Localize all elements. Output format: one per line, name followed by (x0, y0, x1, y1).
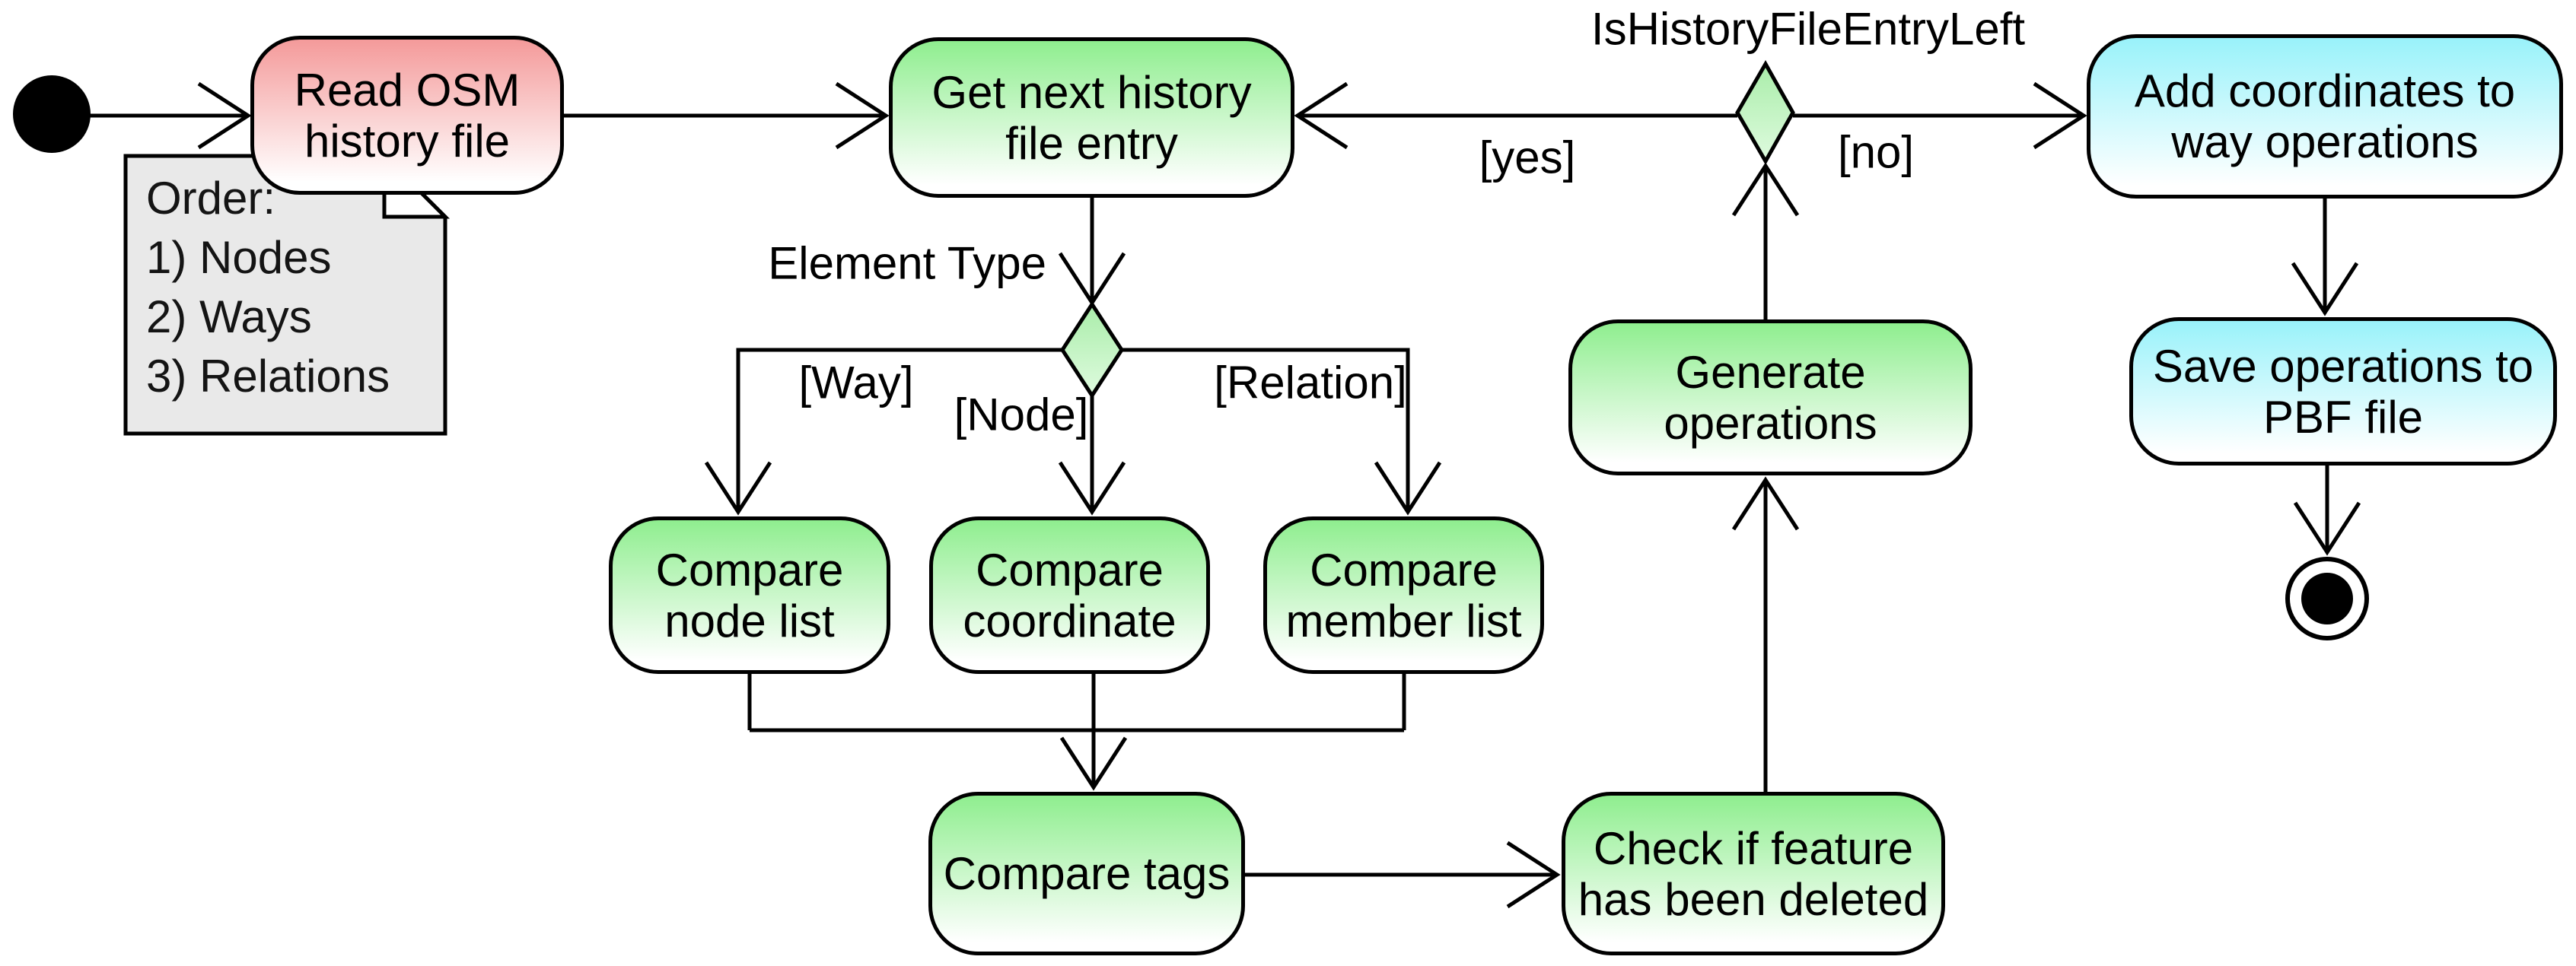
activity-get-next-history-file-entry: Get next history file entry (889, 37, 1294, 198)
arrowhead (1058, 461, 1126, 516)
activity-compare-node-list: Compare node list (609, 516, 890, 674)
arrowhead (1731, 476, 1800, 531)
arrowhead (2291, 262, 2359, 316)
is-history-entry-left-diamond (1735, 59, 1795, 166)
activity-read-osm-history-file: Read OSM history file (250, 36, 564, 195)
activity-compare-coordinate: Compare coordinate (929, 516, 1210, 674)
arrowhead (1374, 461, 1442, 516)
guard-way: [Way] (798, 357, 914, 408)
note-line: 1) Nodes (146, 232, 332, 283)
decision-label-element-type: Element Type (768, 237, 1046, 289)
note-line: 2) Ways (146, 291, 312, 342)
arrowhead (704, 461, 772, 516)
arrowhead (197, 81, 252, 150)
arrowhead (1059, 736, 1128, 791)
activity-compare-tags: Compare tags (928, 792, 1245, 955)
arrowhead (1294, 81, 1348, 150)
arrowhead (2033, 81, 2087, 150)
element-type-diamond (1060, 300, 1124, 399)
note-line: 3) Relations (146, 351, 390, 402)
activity-add-coordinates-to-way-operations: Add coordinates to way operations (2087, 34, 2563, 199)
guard-no: [no] (1837, 126, 1915, 178)
note-order-of-elements: Order: 1) Nodes 2) Ways 3) Relations (146, 169, 390, 406)
activity-generate-operations: Generate operations (1568, 319, 1973, 475)
guard-yes: [yes] (1479, 132, 1576, 183)
note-line: Order: (146, 173, 276, 224)
arrowhead (835, 81, 890, 150)
arrowhead (2293, 501, 2361, 556)
activity-save-operations-to-pbf-file: Save operations to PBF file (2129, 317, 2557, 466)
decision-label-is-history-file-entry-left: IsHistoryFileEntryLeft (1590, 3, 2026, 55)
arrowhead (1731, 162, 1800, 217)
activity-check-if-feature-deleted: Check if feature has been deleted (1562, 792, 1945, 955)
initial-node (13, 75, 91, 153)
guard-relation: [Relation] (1214, 357, 1407, 408)
activity-compare-member-list: Compare member list (1263, 516, 1544, 674)
arrowhead (1506, 840, 1561, 909)
final-node (2285, 557, 2369, 640)
guard-node: [Node] (954, 389, 1089, 440)
